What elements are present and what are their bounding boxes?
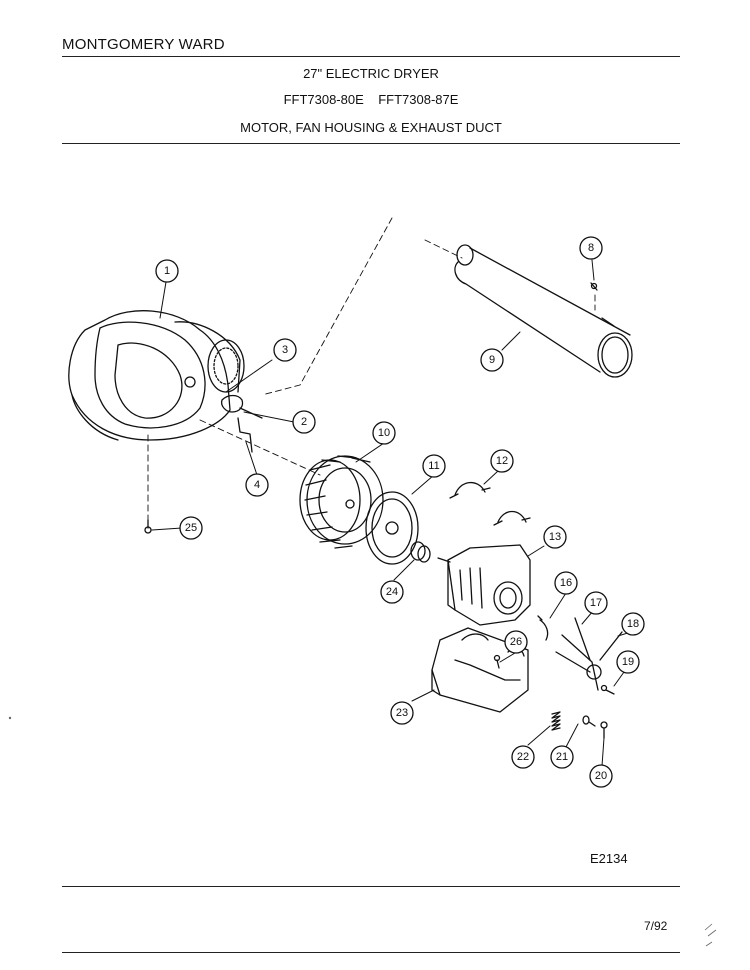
- svg-text:10: 10: [378, 427, 390, 439]
- svg-text:4: 4: [254, 479, 260, 491]
- idler-arm: [555, 617, 623, 691]
- footer-rule-bottom: [62, 952, 680, 953]
- svg-text:26: 26: [510, 636, 522, 648]
- callouts: 1 3 2 4 8 9 10 11 12 13 16 17 18 19 20 2…: [155, 236, 645, 788]
- callout-24: 24: [380, 580, 404, 604]
- motor-clamp-upper: [449, 481, 491, 499]
- svg-text:8: 8: [588, 242, 594, 254]
- callout-17: 17: [584, 591, 608, 615]
- callout-13: 13: [543, 525, 567, 549]
- blower-housing: [68, 310, 245, 441]
- header-rule-top: [62, 56, 680, 57]
- pulley-disc: [365, 491, 419, 565]
- assembly-lines: [147, 217, 596, 521]
- svg-text:21: 21: [556, 751, 568, 763]
- callout-25: 25: [179, 516, 203, 540]
- blower-wheel: [299, 455, 384, 549]
- callout-8: 8: [579, 236, 603, 260]
- callout-22: 22: [511, 745, 535, 769]
- exhaust-duct: [454, 244, 633, 378]
- svg-text:9: 9: [489, 354, 495, 366]
- callout-3: 3: [273, 338, 297, 362]
- motor-clamp-lower: [493, 510, 531, 526]
- callout-2: 2: [292, 410, 316, 434]
- footer-rule-top: [62, 886, 680, 887]
- callout-23: 23: [390, 701, 414, 725]
- svg-text:11: 11: [428, 460, 439, 472]
- callout-9: 9: [480, 348, 504, 372]
- drive-motor: [437, 544, 531, 626]
- svg-text:13: 13: [549, 531, 561, 543]
- svg-text:19: 19: [622, 656, 634, 668]
- motor-mount: [431, 627, 529, 713]
- callout-12: 12: [490, 449, 514, 473]
- coupling-24: [410, 541, 431, 563]
- svg-text:3: 3: [282, 344, 288, 356]
- svg-text:25: 25: [185, 522, 197, 534]
- svg-text:23: 23: [396, 707, 408, 719]
- header-rule-bottom: [62, 143, 680, 144]
- svg-text:20: 20: [595, 770, 607, 782]
- callout-10: 10: [372, 421, 396, 445]
- screw-26: [493, 654, 501, 669]
- svg-text:1: 1: [164, 265, 170, 277]
- pin-19: [600, 684, 615, 695]
- clip-16: [537, 615, 549, 641]
- scan-marks: [8, 716, 717, 947]
- callout-18: 18: [621, 612, 645, 636]
- callout-4: 4: [245, 473, 269, 497]
- pin-20: [600, 721, 608, 739]
- revision-date: 7/92: [644, 919, 668, 933]
- callout-1: 1: [155, 259, 179, 283]
- screw-8: [590, 282, 598, 291]
- product-title: 27" ELECTRIC DRYER: [303, 66, 439, 81]
- callout-11: 11: [422, 454, 446, 478]
- svg-text:16: 16: [560, 577, 572, 589]
- svg-text:17: 17: [590, 597, 602, 609]
- callout-19: 19: [616, 650, 640, 674]
- svg-text:12: 12: [496, 455, 508, 467]
- callout-26: 26: [504, 630, 528, 654]
- leader-lines: [151, 259, 632, 767]
- callout-16: 16: [554, 571, 578, 595]
- brand-title: MONTGOMERY WARD: [62, 36, 225, 53]
- section-title: MOTOR, FAN HOUSING & EXHAUST DUCT: [240, 120, 502, 135]
- callout-20: 20: [589, 764, 613, 788]
- screw-25: [144, 519, 152, 534]
- svg-text:18: 18: [627, 618, 639, 630]
- spring-22: [551, 711, 561, 731]
- washer-21: [582, 715, 596, 727]
- svg-text:2: 2: [301, 416, 307, 428]
- model-numbers: FFT7308-80E FFT7308-87E: [283, 92, 459, 107]
- clip-4: [237, 417, 253, 453]
- svg-text:22: 22: [517, 751, 529, 763]
- callout-21: 21: [550, 745, 574, 769]
- svg-text:24: 24: [386, 586, 398, 598]
- diagram-code: E2134: [590, 851, 628, 866]
